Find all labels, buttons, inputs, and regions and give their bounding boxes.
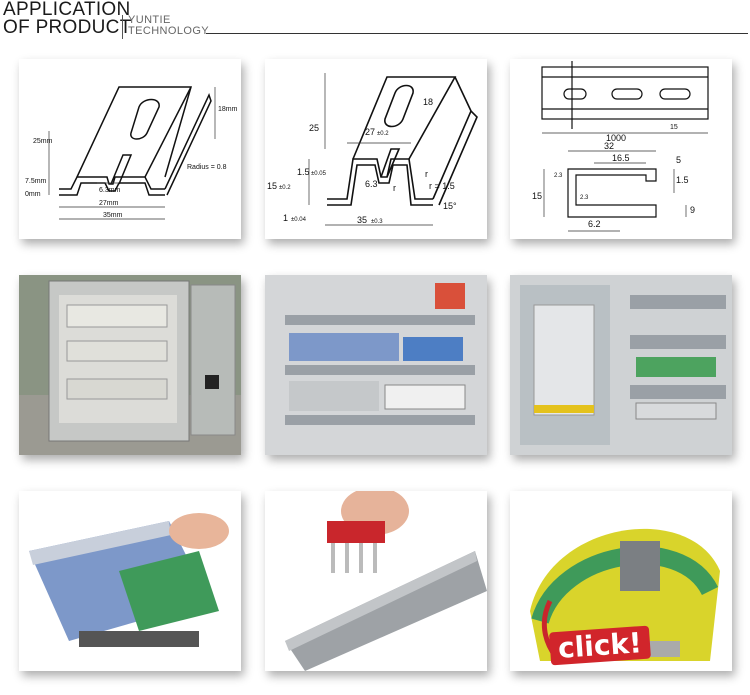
d1-label-27: 27mm: [99, 200, 119, 207]
page-header: APPLICATION OF PRODUCT YUNTIE TECHNOLOGY: [0, 0, 750, 40]
d2-label-35: 35: [357, 215, 367, 225]
d2-label-r1: r: [393, 183, 396, 193]
automation-cabinet-image: [510, 275, 732, 455]
d3-label-15b: 15: [532, 191, 542, 201]
d3-label-16-5: 16.5: [612, 153, 630, 163]
din-rail-drawing-3: 1000 15 32 16.5 5 1.5 15 9 6.2 2.3 2.3: [532, 61, 709, 232]
tile-din-rail-drawing-3: 1000 15 32 16.5 5 1.5 15 9 6.2 2.3 2.3: [510, 59, 732, 239]
d2-label-r2: r: [425, 169, 428, 179]
terminal-rack-image: [265, 275, 487, 455]
jumper-bridge-image: [265, 491, 487, 671]
brand-line-1: YUNTIE: [128, 14, 171, 26]
din-rail-drawing-1: 25mm 18mm 7.5mm 0mm 6.3mm 27mm 35mm Radi…: [25, 86, 238, 220]
brand-name: YUNTIE TECHNOLOGY: [128, 15, 209, 37]
d3-label-6-2: 6.2: [588, 219, 601, 229]
tile-din-rail-drawing-1: 25mm 18mm 7.5mm 0mm 6.3mm 27mm 35mm Radi…: [19, 59, 241, 239]
d1-label-35: 35mm: [103, 212, 123, 219]
click-badge: click!: [548, 625, 651, 666]
d3-label-32: 32: [604, 141, 614, 151]
d1-label-6-3: 6.3mm: [99, 187, 121, 194]
d3-label-23a: 2.3: [554, 173, 563, 179]
d1-label-25: 25mm: [33, 138, 53, 145]
tile-jumper-bridge-photo: [265, 491, 487, 671]
tile-automation-cabinet-photo: [510, 275, 732, 455]
d2-label-6-3: 6.3: [365, 179, 378, 189]
d3-label-5: 5: [676, 155, 681, 165]
d2-label-r-eq: r = 1.5: [429, 181, 455, 191]
control-cabinet-image: [19, 275, 241, 455]
d1-label-radius: Radius = 0.8: [187, 164, 227, 171]
d2-label-angle: 15°: [443, 201, 457, 211]
d3-label-1-5: 1.5: [676, 175, 689, 185]
d3-label-15a: 15: [670, 124, 678, 131]
d2-label-18: 18: [423, 97, 433, 107]
d3-label-1000: 1000: [606, 133, 626, 143]
d2-tol-15: ±0.2: [279, 185, 291, 191]
d1-label-7-5: 7.5mm: [25, 178, 47, 185]
section-title: APPLICATION OF PRODUCT: [3, 0, 132, 38]
terminal-blocks-image: [19, 491, 241, 671]
d2-label-15: 15: [267, 181, 277, 191]
tile-terminal-rack-photo: [265, 275, 487, 455]
d1-label-0: 0mm: [25, 191, 41, 198]
tile-din-rail-drawing-2: 25 18 27 ±0.2 1.5 ±0.05 15 ±0.2 6.3 r r …: [265, 59, 487, 239]
d2-tol-1: ±0.04: [291, 217, 307, 223]
d1-label-18: 18mm: [218, 106, 238, 113]
brand-divider: [122, 15, 123, 39]
d3-label-23b: 2.3: [580, 195, 589, 201]
tile-ground-terminal-photo: click!: [510, 491, 732, 671]
title-line-1: APPLICATION: [3, 0, 131, 20]
tile-terminal-blocks-photo: [19, 491, 241, 671]
d2-label-25: 25: [309, 123, 319, 133]
header-rule: [206, 33, 748, 34]
d2-tol-1-5: ±0.05: [311, 171, 327, 177]
d2-tol-27: ±0.2: [377, 131, 389, 137]
d2-label-1: 1: [283, 213, 288, 223]
title-line-2: OF PRODUCT: [3, 17, 132, 38]
d2-label-1-5: 1.5: [297, 167, 310, 177]
d2-tol-35: ±0.3: [371, 219, 383, 225]
tile-control-cabinet-photo: [19, 275, 241, 455]
din-rail-drawing-2: 25 18 27 ±0.2 1.5 ±0.05 15 ±0.2 6.3 r r …: [267, 73, 478, 226]
d2-label-27: 27: [365, 127, 375, 137]
d3-label-9: 9: [690, 205, 695, 215]
brand-line-2: TECHNOLOGY: [128, 25, 210, 37]
